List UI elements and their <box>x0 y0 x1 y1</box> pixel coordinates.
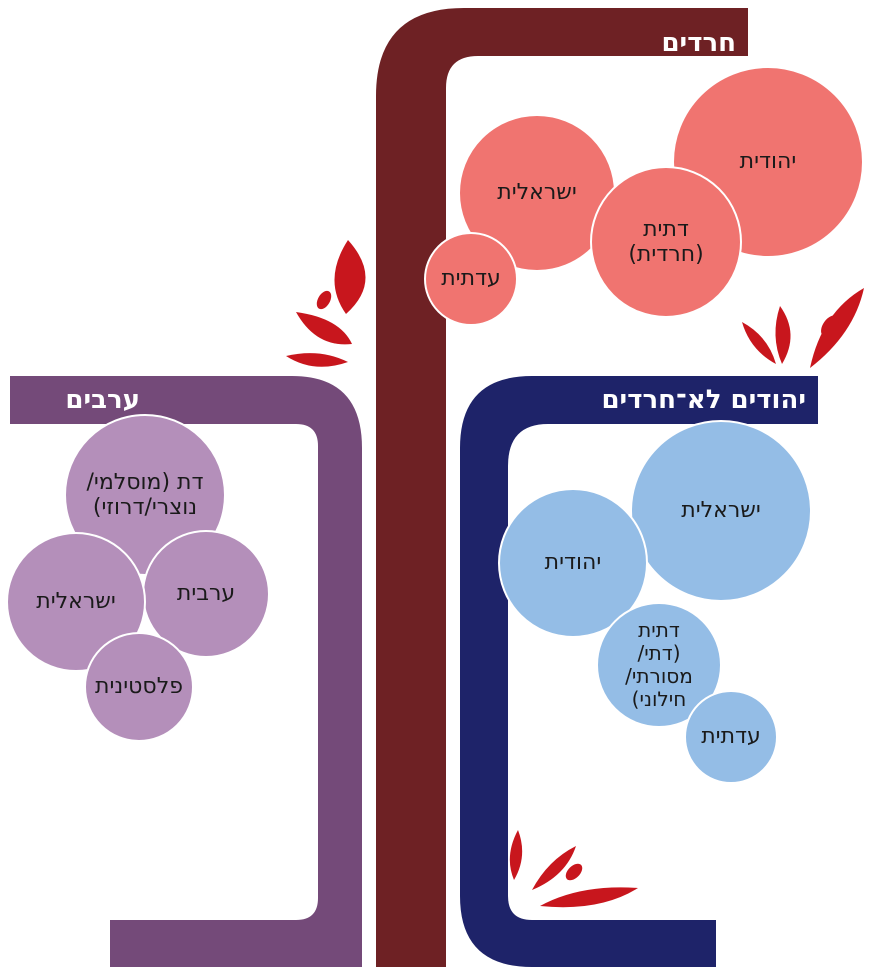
haredim-title: חרדים <box>661 28 736 58</box>
arabs-title: ערבים <box>65 385 140 415</box>
leaves-left <box>286 240 366 367</box>
leaves-bottom <box>509 830 638 908</box>
leaves-right <box>742 288 864 368</box>
arabs-bubble-palestinian: פלסטינית <box>84 632 194 742</box>
jews-bubble-ethnic: עדתית <box>684 690 778 784</box>
arabs-branch <box>10 376 362 967</box>
haredim-branch <box>376 8 748 967</box>
jews-bubble-israeli: ישראלית <box>630 420 812 602</box>
haredim-bubble-ethnic: עדתית <box>424 232 518 326</box>
jews-branch <box>460 376 818 967</box>
arabs-bubble-arab: ערבית <box>142 530 270 658</box>
haredim-bubble-religious: דתית (חרדית) <box>590 166 742 318</box>
jews-title: יהודים לא־חרדים <box>601 385 806 415</box>
